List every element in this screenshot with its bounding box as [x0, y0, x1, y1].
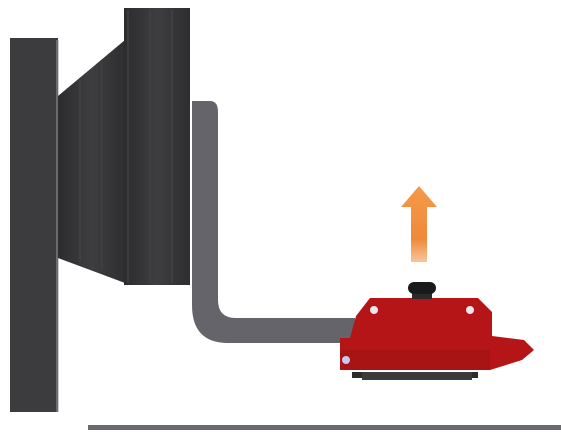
wall-panel — [10, 38, 58, 412]
wall-panel-shadow — [56, 40, 59, 412]
screw-icon — [370, 306, 378, 314]
floor-line — [88, 425, 561, 430]
up-arrow-icon — [401, 186, 437, 262]
screw-icon — [342, 356, 350, 364]
l-pipe — [190, 101, 355, 343]
screw-icon — [466, 306, 474, 314]
mounting-bracket — [58, 8, 190, 285]
red-magnetic-clamp-icon — [340, 282, 534, 380]
